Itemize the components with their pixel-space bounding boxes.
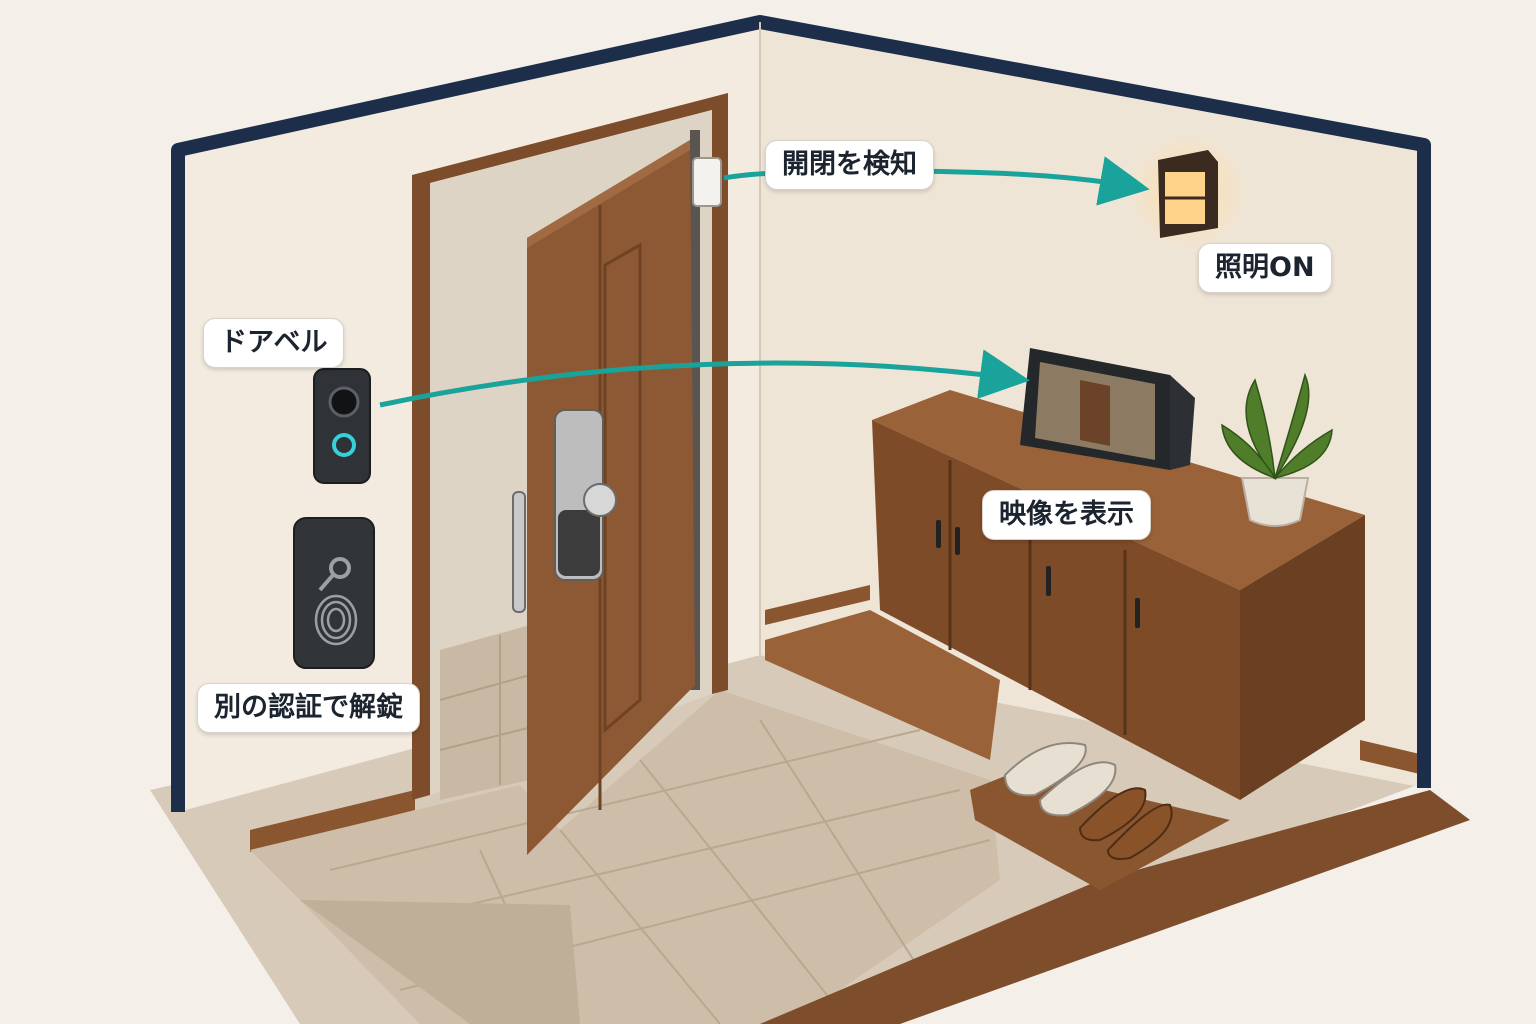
label-light-on: 照明ON — [1198, 243, 1332, 294]
keypad-icon — [293, 517, 375, 669]
key-icon — [318, 557, 351, 592]
label-doorbell: ドアベル — [203, 318, 345, 369]
door-sensor-icon — [692, 157, 722, 207]
shoes-icon — [1003, 742, 1173, 860]
label-open-close-detect: 開閉を検知 — [765, 140, 934, 191]
fingerprint-icon — [314, 594, 358, 646]
label-unlock-other-auth: 別の認証で解錠 — [197, 683, 420, 734]
plant-icon — [1221, 372, 1333, 527]
smart-lock-icon — [512, 409, 617, 613]
left-baseboard — [250, 790, 415, 852]
right-baseboard — [765, 585, 870, 625]
wall-light-icon — [1158, 150, 1218, 238]
entry-step — [300, 900, 580, 1024]
smart-display-icon — [1020, 348, 1195, 470]
right-baseboard-2 — [1360, 740, 1424, 775]
wood-step — [765, 610, 1000, 760]
doorbell-icon — [313, 368, 371, 484]
arrow-doorbell-to-display — [379, 349, 1030, 408]
raised-floor-edge — [760, 790, 1470, 1024]
door-rail — [690, 130, 700, 690]
label-show-video: 映像を表示 — [982, 490, 1151, 541]
